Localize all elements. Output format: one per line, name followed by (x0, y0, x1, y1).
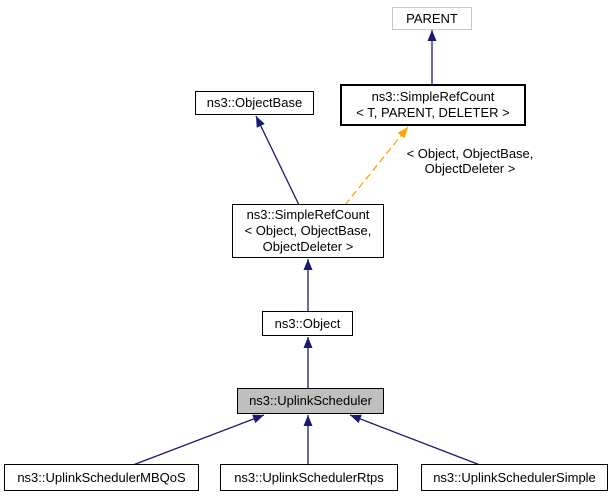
class-node-label: ns3::SimpleRefCount (371, 89, 495, 104)
template-args-label: < Object, ObjectBase, ObjectDeleter > (388, 146, 552, 176)
edge-simplerefcount-object-to-objectbase (255, 115, 300, 206)
class-node-uplinkscheduler-current: ns3::UplinkScheduler (237, 388, 384, 414)
class-node-label: ns3::ObjectBase (206, 95, 303, 110)
edge-mbqos-to-uplinkscheduler (132, 414, 265, 466)
class-node-label: ns3::Object (274, 315, 341, 331)
class-node-label: ns3::SimpleRefCount (246, 207, 370, 222)
class-node-simplerefcount-object[interactable]: ns3::SimpleRefCount < Object, ObjectBase… (232, 204, 384, 258)
class-node-objectbase[interactable]: ns3::ObjectBase (195, 91, 314, 115)
class-node-label: ObjectDeleter > (262, 239, 354, 254)
class-node-object[interactable]: ns3::Object (262, 311, 353, 336)
class-node-label: PARENT (406, 10, 458, 26)
edge-simple-to-uplinkscheduler (349, 414, 481, 466)
class-node-parent: PARENT (392, 7, 472, 30)
edge-template-instantiation (344, 126, 409, 206)
class-node-uplinkscheduler-rtps[interactable]: ns3::UplinkSchedulerRtps (220, 464, 398, 491)
class-node-label: < Object, ObjectBase, (244, 223, 372, 238)
class-node-label: ns3::UplinkSchedulerMBQoS (17, 469, 186, 485)
class-node-label: ns3::UplinkSchedulerRtps (234, 469, 384, 485)
class-node-label: < T, PARENT, DELETER > (356, 105, 510, 120)
class-node-uplinkscheduler-simple[interactable]: ns3::UplinkSchedulerSimple (421, 464, 608, 491)
class-node-label: ns3::UplinkScheduler (249, 393, 372, 408)
template-args-label-line: ObjectDeleter > (424, 161, 516, 176)
template-args-label-line: < Object, ObjectBase, (406, 146, 534, 161)
class-node-simplerefcount-template[interactable]: ns3::SimpleRefCount < T, PARENT, DELETER… (340, 84, 526, 126)
class-node-uplinkscheduler-mbqos[interactable]: ns3::UplinkSchedulerMBQoS (4, 464, 199, 491)
class-node-label: ns3::UplinkSchedulerSimple (433, 469, 596, 485)
